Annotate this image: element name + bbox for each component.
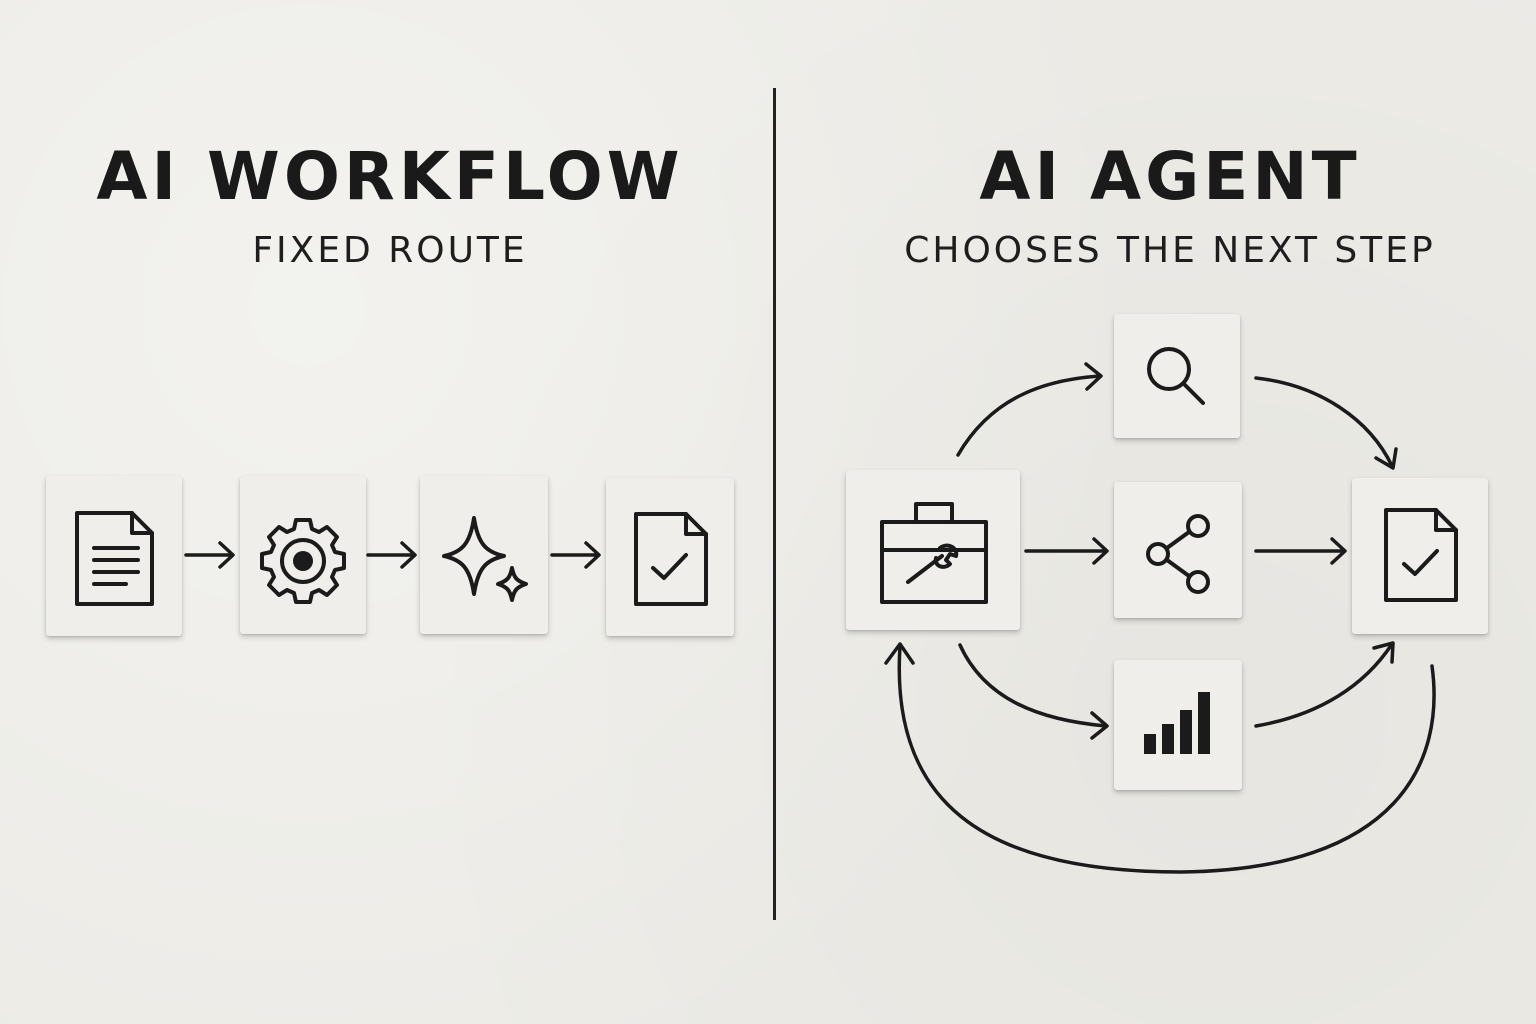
arrow-toolbox-to-search: [956, 362, 1103, 457]
gear-icon: [260, 518, 346, 604]
agent-title: AI AGENT: [979, 138, 1361, 215]
arrow-chart-to-output: [1254, 641, 1395, 728]
panel-divider: [773, 88, 776, 920]
bar-chart-icon: [1144, 692, 1210, 754]
workflow-arrow-1: [184, 541, 235, 569]
workflow-title: AI WORKFLOW: [96, 138, 684, 215]
arrow-search-to-output: [1254, 376, 1398, 470]
document-check-icon: [1384, 508, 1458, 602]
share-icon: [1146, 514, 1210, 594]
workflow-arrow-3: [550, 541, 601, 569]
toolbox-icon: [880, 502, 988, 604]
search-icon: [1147, 347, 1205, 405]
agent-share-node: [1114, 482, 1242, 618]
workflow-step-output: [606, 478, 734, 636]
workflow-subtitle: FIXED ROUTE: [252, 230, 528, 271]
arrow-toolbox-to-chart: [958, 643, 1109, 740]
agent-analytics-node: [1114, 660, 1242, 790]
agent-subtitle: CHOOSES THE NEXT STEP: [904, 230, 1436, 271]
document-icon: [75, 511, 154, 606]
agent-search-node: [1114, 314, 1240, 438]
workflow-step-document: [46, 476, 182, 636]
agent-tools-node: [846, 470, 1020, 630]
workflow-step-process: [240, 476, 366, 634]
sparkle-icon: [442, 516, 528, 602]
arrow-share-to-output: [1254, 537, 1347, 565]
arrow-toolbox-to-share: [1024, 537, 1109, 565]
workflow-step-ai: [420, 476, 548, 634]
document-check-icon: [634, 512, 708, 606]
loop-arrow-output-to-toolbox: [884, 642, 1436, 874]
agent-output-node: [1352, 478, 1488, 634]
workflow-arrow-2: [366, 541, 417, 569]
